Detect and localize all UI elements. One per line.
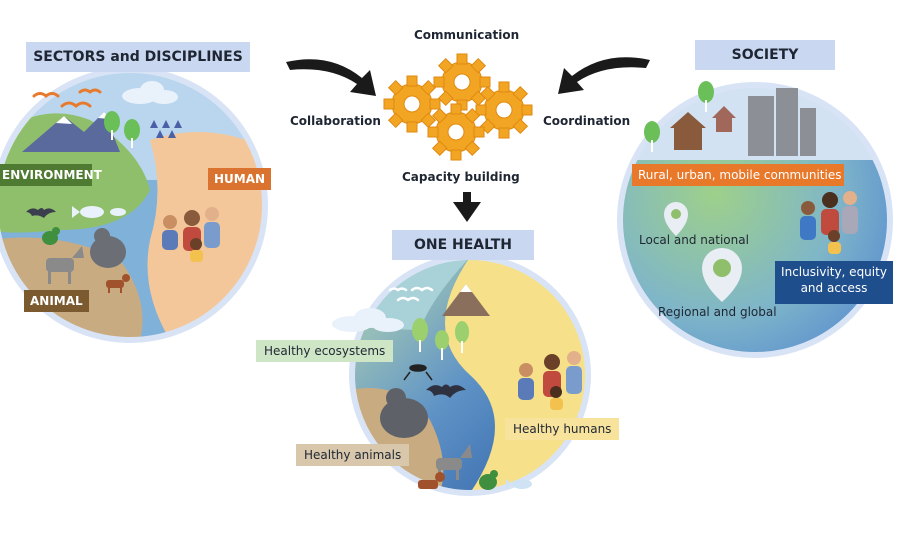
human-tag: HUMAN <box>208 168 272 190</box>
dog-icon <box>418 472 445 489</box>
regional-global-label: Regional and global <box>658 305 777 319</box>
sectors-title: SECTORS and DISCIPLINES <box>26 42 250 72</box>
coordination-label: Coordination <box>543 114 631 128</box>
people-icon <box>162 207 220 262</box>
gear-icon <box>383 53 533 161</box>
environment-tag: ENVIRONMENT <box>0 164 102 186</box>
fish-icon <box>72 206 126 218</box>
inclusivity-tag: Inclusivity, equity and access <box>775 261 893 304</box>
tree-icon <box>644 81 714 152</box>
chicken-icon <box>42 227 60 245</box>
animal-tag: ANIMAL <box>24 290 89 312</box>
people-icon <box>518 351 582 410</box>
bat-icon <box>426 384 466 398</box>
mountain-icon <box>442 284 490 316</box>
local-national-label: Local and national <box>639 233 749 247</box>
location-pin-icon <box>702 248 742 302</box>
gorilla-icon <box>90 228 126 268</box>
society-title: SOCIETY <box>695 40 835 70</box>
people-icon <box>800 191 858 254</box>
arrow-icon <box>286 59 376 96</box>
cloud-icon <box>122 81 178 104</box>
plant-icon <box>150 120 182 138</box>
collaboration-label: Collaboration <box>290 114 381 128</box>
chicken-icon <box>479 470 498 490</box>
healthy-humans-tag: Healthy humans <box>505 418 620 440</box>
communities-tag: Rural, urban, mobile communities <box>632 164 844 186</box>
tree-icon <box>412 318 469 360</box>
capacity-building-label: Capacity building <box>402 170 520 184</box>
bat-icon <box>26 208 56 218</box>
healthy-ecosystems-tag: Healthy ecosystems <box>256 340 394 362</box>
bird-icon <box>388 286 434 302</box>
bird-icon <box>32 88 102 108</box>
cloud-icon <box>332 308 404 332</box>
arrow-icon <box>558 57 650 94</box>
building-icon <box>748 88 816 156</box>
goat-icon <box>46 246 84 284</box>
healthy-animals-tag: Healthy animals <box>296 444 410 466</box>
communication-label: Communication <box>414 28 520 42</box>
gorilla-icon <box>380 388 428 438</box>
one-health-title: ONE HEALTH <box>392 230 534 260</box>
mosquito-icon <box>403 364 433 381</box>
dog-icon <box>106 274 130 293</box>
fish-icon <box>506 479 532 489</box>
location-pin-icon <box>664 202 688 236</box>
arrow-icon <box>453 192 481 222</box>
tree-icon <box>104 111 140 148</box>
house-icon <box>670 106 736 150</box>
